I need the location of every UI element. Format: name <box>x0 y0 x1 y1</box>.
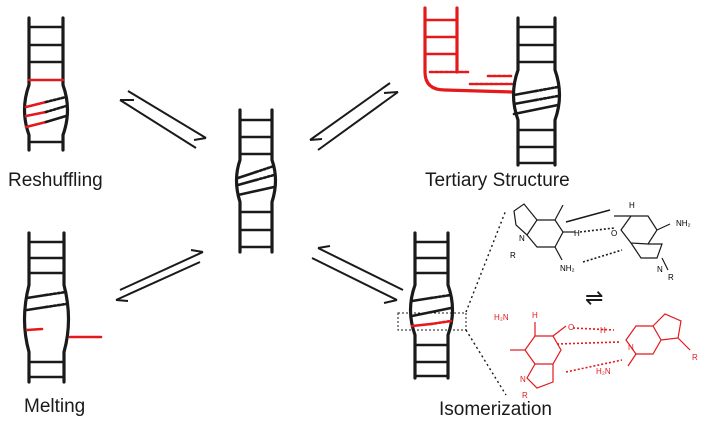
isomerization-helix <box>408 231 455 380</box>
tertiary-red-hairpin <box>423 6 514 94</box>
label-tertiary-structure: Tertiary Structure <box>425 170 570 191</box>
label-isomerization: Isomerization <box>439 399 552 420</box>
guanine-pair-top <box>513 203 671 271</box>
chem-bottom-h2n: H₂N <box>494 313 509 322</box>
equilibrium-arrows <box>115 82 404 304</box>
chem-top-n-right: N <box>657 265 663 274</box>
equilibrium-arrow-reshuffling <box>119 90 207 149</box>
equilibrium-arrow-isomerization <box>311 245 404 304</box>
chem-bottom-r-right: R <box>692 353 698 362</box>
chem-bottom-h2n-mid: H₂N <box>596 367 611 376</box>
equilibrium-symbol: ⇌ <box>585 285 603 310</box>
chem-top-o: O <box>611 229 617 238</box>
hbonds-bottom <box>556 327 623 373</box>
label-reshuffling: Reshuffling <box>8 170 103 191</box>
chem-bottom-h-mid: H <box>600 326 606 335</box>
equilibrium-arrow-tertiary <box>309 82 399 151</box>
guanine-pair-bottom <box>510 313 691 389</box>
zoom-lines <box>465 209 507 396</box>
chem-top-nh2: NH₂ <box>676 219 691 228</box>
chem-bottom-r-left: R <box>522 391 528 400</box>
chem-top-r-right: R <box>668 273 674 282</box>
chem-bottom-o: O <box>568 323 574 332</box>
chem-bottom-n-left: N <box>520 375 526 384</box>
tertiary-helix <box>511 16 562 167</box>
hbonds-top <box>565 209 623 263</box>
label-melting: Melting <box>24 396 85 417</box>
chem-bottom-n-right: N <box>628 343 634 352</box>
chem-top-n-left: N <box>519 234 525 243</box>
selection-box <box>397 312 467 331</box>
chem-top-r-left: R <box>510 251 516 260</box>
equilibrium-arrow-melting <box>115 249 204 302</box>
center-helix <box>234 108 278 254</box>
chem-top-h-left: H <box>574 229 580 238</box>
chem-top-nh2-mid: NH₂ <box>560 264 575 273</box>
reshuffling-helix <box>22 16 70 152</box>
chem-top-h: H <box>629 201 635 210</box>
melting-helix <box>22 231 103 384</box>
chem-bottom-h-top: H <box>532 311 538 320</box>
